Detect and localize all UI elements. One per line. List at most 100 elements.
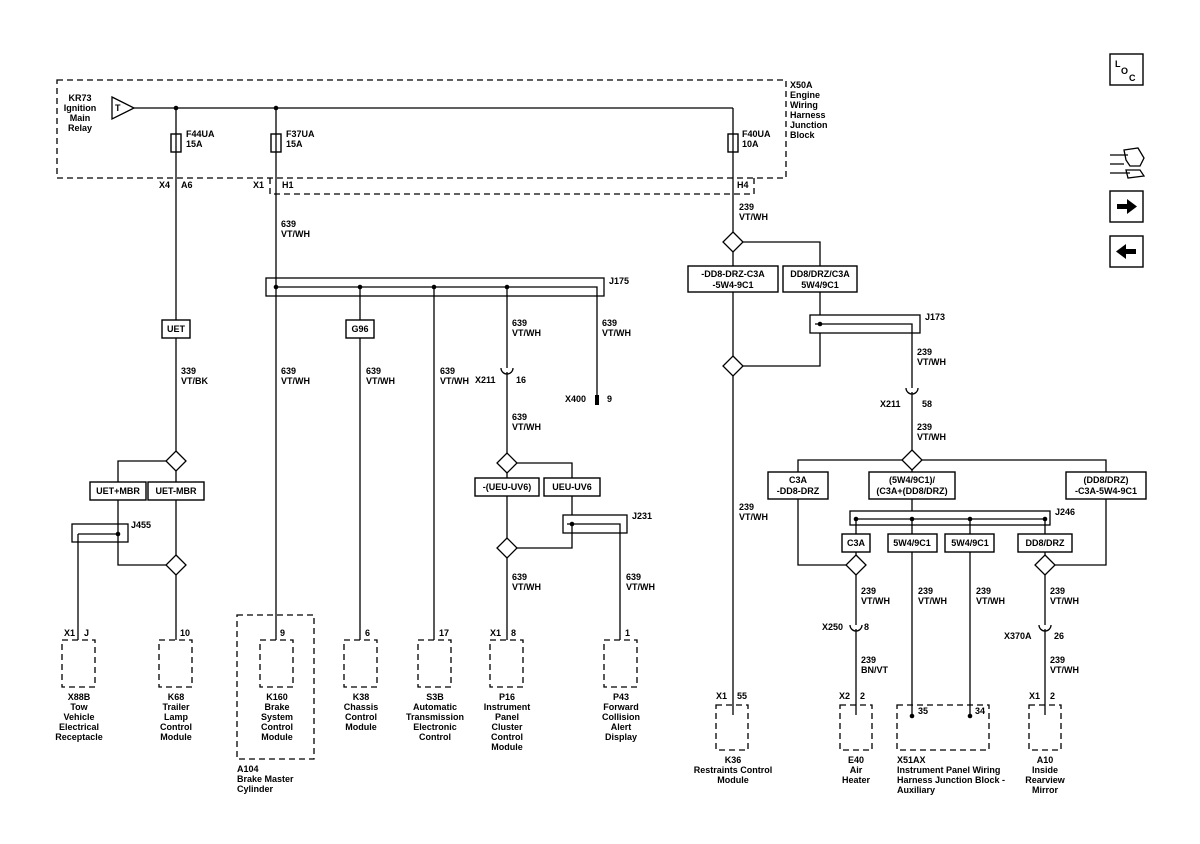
component-e40-outline [839,704,873,751]
svg-text:KR73: KR73 [68,93,91,103]
wire-239-dd8-num: 239 [1050,586,1065,596]
loc-letter-l: L [1115,59,1121,69]
component-k36-label: K36 Restraints Control Module [694,755,773,785]
pin-a6: A6 [181,180,193,190]
splice-j231 [562,514,628,534]
component-a10-outline [1028,704,1062,751]
wire-339-color: VT/BK [181,376,209,386]
svg-text:E40: E40 [848,755,864,765]
option-uet-mbr-label: UET+MBR [96,486,140,496]
component-x51ax-label: X51AX Instrument Panel Wiring Harness Ju… [897,755,1005,795]
svg-text:Control: Control [345,712,377,722]
component-a104-outline [236,614,315,760]
component-p43-outline [603,639,638,688]
wire-239-a10-num: 239 [1050,655,1065,665]
svg-text:15A: 15A [286,139,303,149]
junction-block-outline [56,79,787,179]
connector-tool-icon[interactable] [1110,147,1146,179]
conn-e40-pin: 2 [860,691,865,701]
wire-239-k36-color: VT/WH [739,512,768,522]
h-connector-outline [269,178,755,195]
relay-terminal [111,95,136,121]
option-c3a-line1: C3A [789,475,808,485]
svg-text:Heater: Heater [842,775,871,785]
inline-x370a-name: X370A [1004,631,1032,641]
wire-639-x400-num: 639 [602,318,617,328]
option-dd8-drz-c3a [782,265,858,293]
option-right-line1: (DD8/DRZ) [1084,475,1129,485]
svg-text:X50A: X50A [790,80,813,90]
fuse-f40ua: F40UA 10A [727,108,771,178]
svg-text:Panel: Panel [495,712,519,722]
option-c3a-label: C3A [847,538,866,548]
wire-639-x211a-color: VT/WH [512,328,541,338]
wire-639-x211b-color: VT/WH [512,422,541,432]
pin-x1: X1 [253,180,264,190]
svg-text:Mirror: Mirror [1032,785,1059,795]
component-k38-label: K38 Chassis Control Module [344,692,379,732]
svg-text:Engine: Engine [790,90,820,100]
conn-k160-pin: 9 [280,628,285,638]
svg-text:Trailer: Trailer [162,702,190,712]
svg-text:S3B: S3B [426,692,444,702]
wire-239-c3a-num: 239 [861,586,876,596]
svg-text:Main: Main [70,113,91,123]
svg-text:F37UA: F37UA [286,129,315,139]
wire-639-x211a-num: 639 [512,318,527,328]
component-e40-label: E40 Air Heater [842,755,871,785]
pin-h1: H1 [282,180,294,190]
wire-239-c3a-color: VT/WH [861,596,890,606]
option-not-dd8-drz-c3a [687,265,779,293]
conn-p43-pin: 1 [625,628,630,638]
arrow-left-icon [1116,244,1136,259]
inline-x400-name: X400 [565,394,586,404]
wire-239-e40-color: BN/VT [861,665,889,675]
component-k68-outline [158,639,193,688]
splice-j455 [71,523,129,543]
inline-x211a-name: X211 [475,375,496,385]
svg-text:Control: Control [491,732,523,742]
option-uet-minus-mbr [147,481,205,501]
svg-text:Instrument Panel Wiring: Instrument Panel Wiring [897,765,1000,775]
svg-text:15A: 15A [186,139,203,149]
svg-text:Tow: Tow [70,702,88,712]
loc-button[interactable]: L O C [1109,53,1144,86]
conn-e40-name: X2 [839,691,850,701]
svg-text:Harness Junction Block -: Harness Junction Block - [897,775,1005,785]
svg-text:Electronic: Electronic [413,722,457,732]
component-k38-outline [343,639,378,688]
svg-text:Wiring: Wiring [790,100,818,110]
wire-239-h4-color: VT/WH [739,212,768,222]
wire-239-h4-num: 239 [739,202,754,212]
splice-j455-label: J455 [131,520,151,530]
next-arrow-button[interactable] [1109,190,1144,223]
relay-label: KR73 Ignition Main Relay [64,93,97,133]
wire-239-j173-color: VT/WH [917,357,946,367]
option-5w4-a-label: 5W4/9C1 [893,538,931,548]
prev-arrow-button[interactable] [1109,235,1144,268]
option-not-dd8-line1: -DD8-DRZ-C3A [701,269,765,279]
svg-text:Receptacle: Receptacle [55,732,103,742]
wire-639-k38-color: VT/WH [366,376,395,386]
component-k36-outline [715,704,749,751]
splice-j231-label: J231 [632,511,652,521]
fuse-f44ua: F44UA 15A [170,108,215,178]
option-g96 [345,319,375,339]
svg-text:Harness: Harness [790,110,826,120]
svg-text:Restraints Control: Restraints Control [694,765,773,775]
component-x88b-outline [61,639,96,688]
svg-text:Module: Module [160,732,192,742]
conn-x88b-name: X1 [64,628,75,638]
wire-239-x211-num: 239 [917,422,932,432]
svg-text:Control: Control [419,732,451,742]
component-p16-label: P16 Instrument Panel Cluster Control Mod… [484,692,531,752]
wire-239-35-color: VT/WH [918,596,947,606]
relay-pin: T [115,103,121,113]
wire-339-num: 339 [181,366,196,376]
component-x51ax-outline [896,704,990,751]
svg-text:Vehicle: Vehicle [63,712,94,722]
wire-239-35-num: 239 [918,586,933,596]
svg-text:K160: K160 [266,692,288,702]
svg-text:Forward: Forward [603,702,639,712]
svg-text:Auxiliary: Auxiliary [897,785,935,795]
